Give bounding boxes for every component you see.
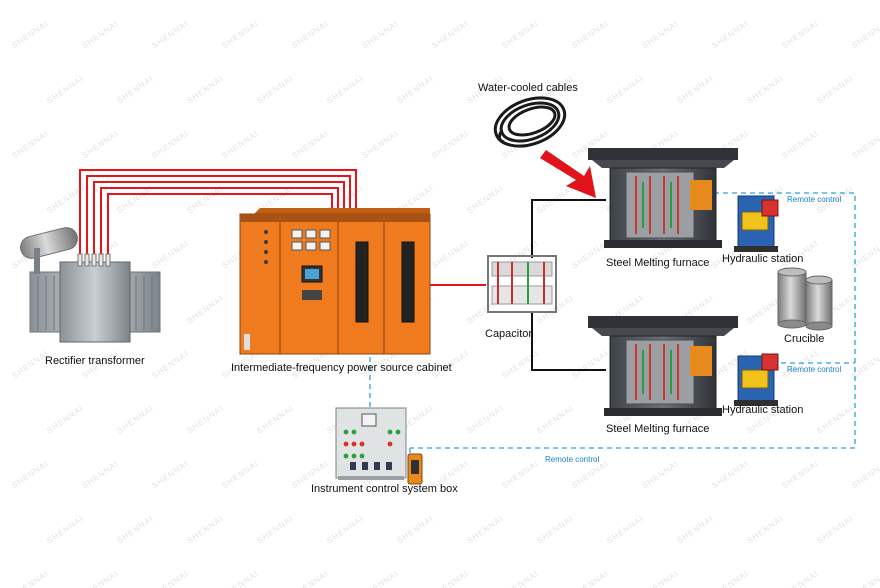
power-cabinet-image	[239, 208, 431, 355]
cable-arrow	[540, 150, 596, 198]
capacitor-image	[487, 255, 557, 313]
power-wire-5	[107, 193, 333, 262]
furnace-top-image	[588, 148, 738, 248]
crucible-label: Crucible	[784, 333, 825, 345]
hydraulic-station-bottom-image	[734, 353, 779, 406]
power-wire-3	[93, 181, 345, 262]
remote-control-label-bottom: Remote control	[545, 455, 600, 464]
cables-label: Water-cooled cables	[478, 82, 578, 94]
crucible-image	[777, 267, 833, 331]
power-wire-2	[86, 175, 351, 262]
power-wire-1	[79, 169, 357, 262]
water-cooled-cables-image	[493, 96, 567, 148]
cabinet-label: Intermediate-frequency power source cabi…	[231, 362, 452, 374]
control-box-image	[335, 407, 423, 485]
furnace-top-label: Steel Melting furnace	[606, 257, 710, 269]
power-wires	[79, 169, 357, 262]
furnace-feed-lines	[531, 199, 606, 371]
remote-control-label-top: Remote control	[787, 195, 842, 204]
power-wire-4	[100, 187, 339, 262]
furnace-bottom-label: Steel Melting furnace	[606, 423, 710, 435]
furnace-bottom-image	[588, 316, 738, 416]
hydraulic-bottom-label: Hydraulic station	[722, 404, 804, 416]
rectifier-transformer-image	[20, 227, 161, 343]
hydraulic-top-label: Hydraulic station	[722, 253, 804, 265]
remote-control-label-middle: Remote control	[787, 365, 842, 374]
hydraulic-station-top-image	[734, 195, 779, 252]
control-box-label: Instrument control system box	[311, 483, 458, 495]
capacitor-label: Capacitor	[485, 328, 533, 340]
transformer-label: Rectifier transformer	[45, 355, 145, 367]
